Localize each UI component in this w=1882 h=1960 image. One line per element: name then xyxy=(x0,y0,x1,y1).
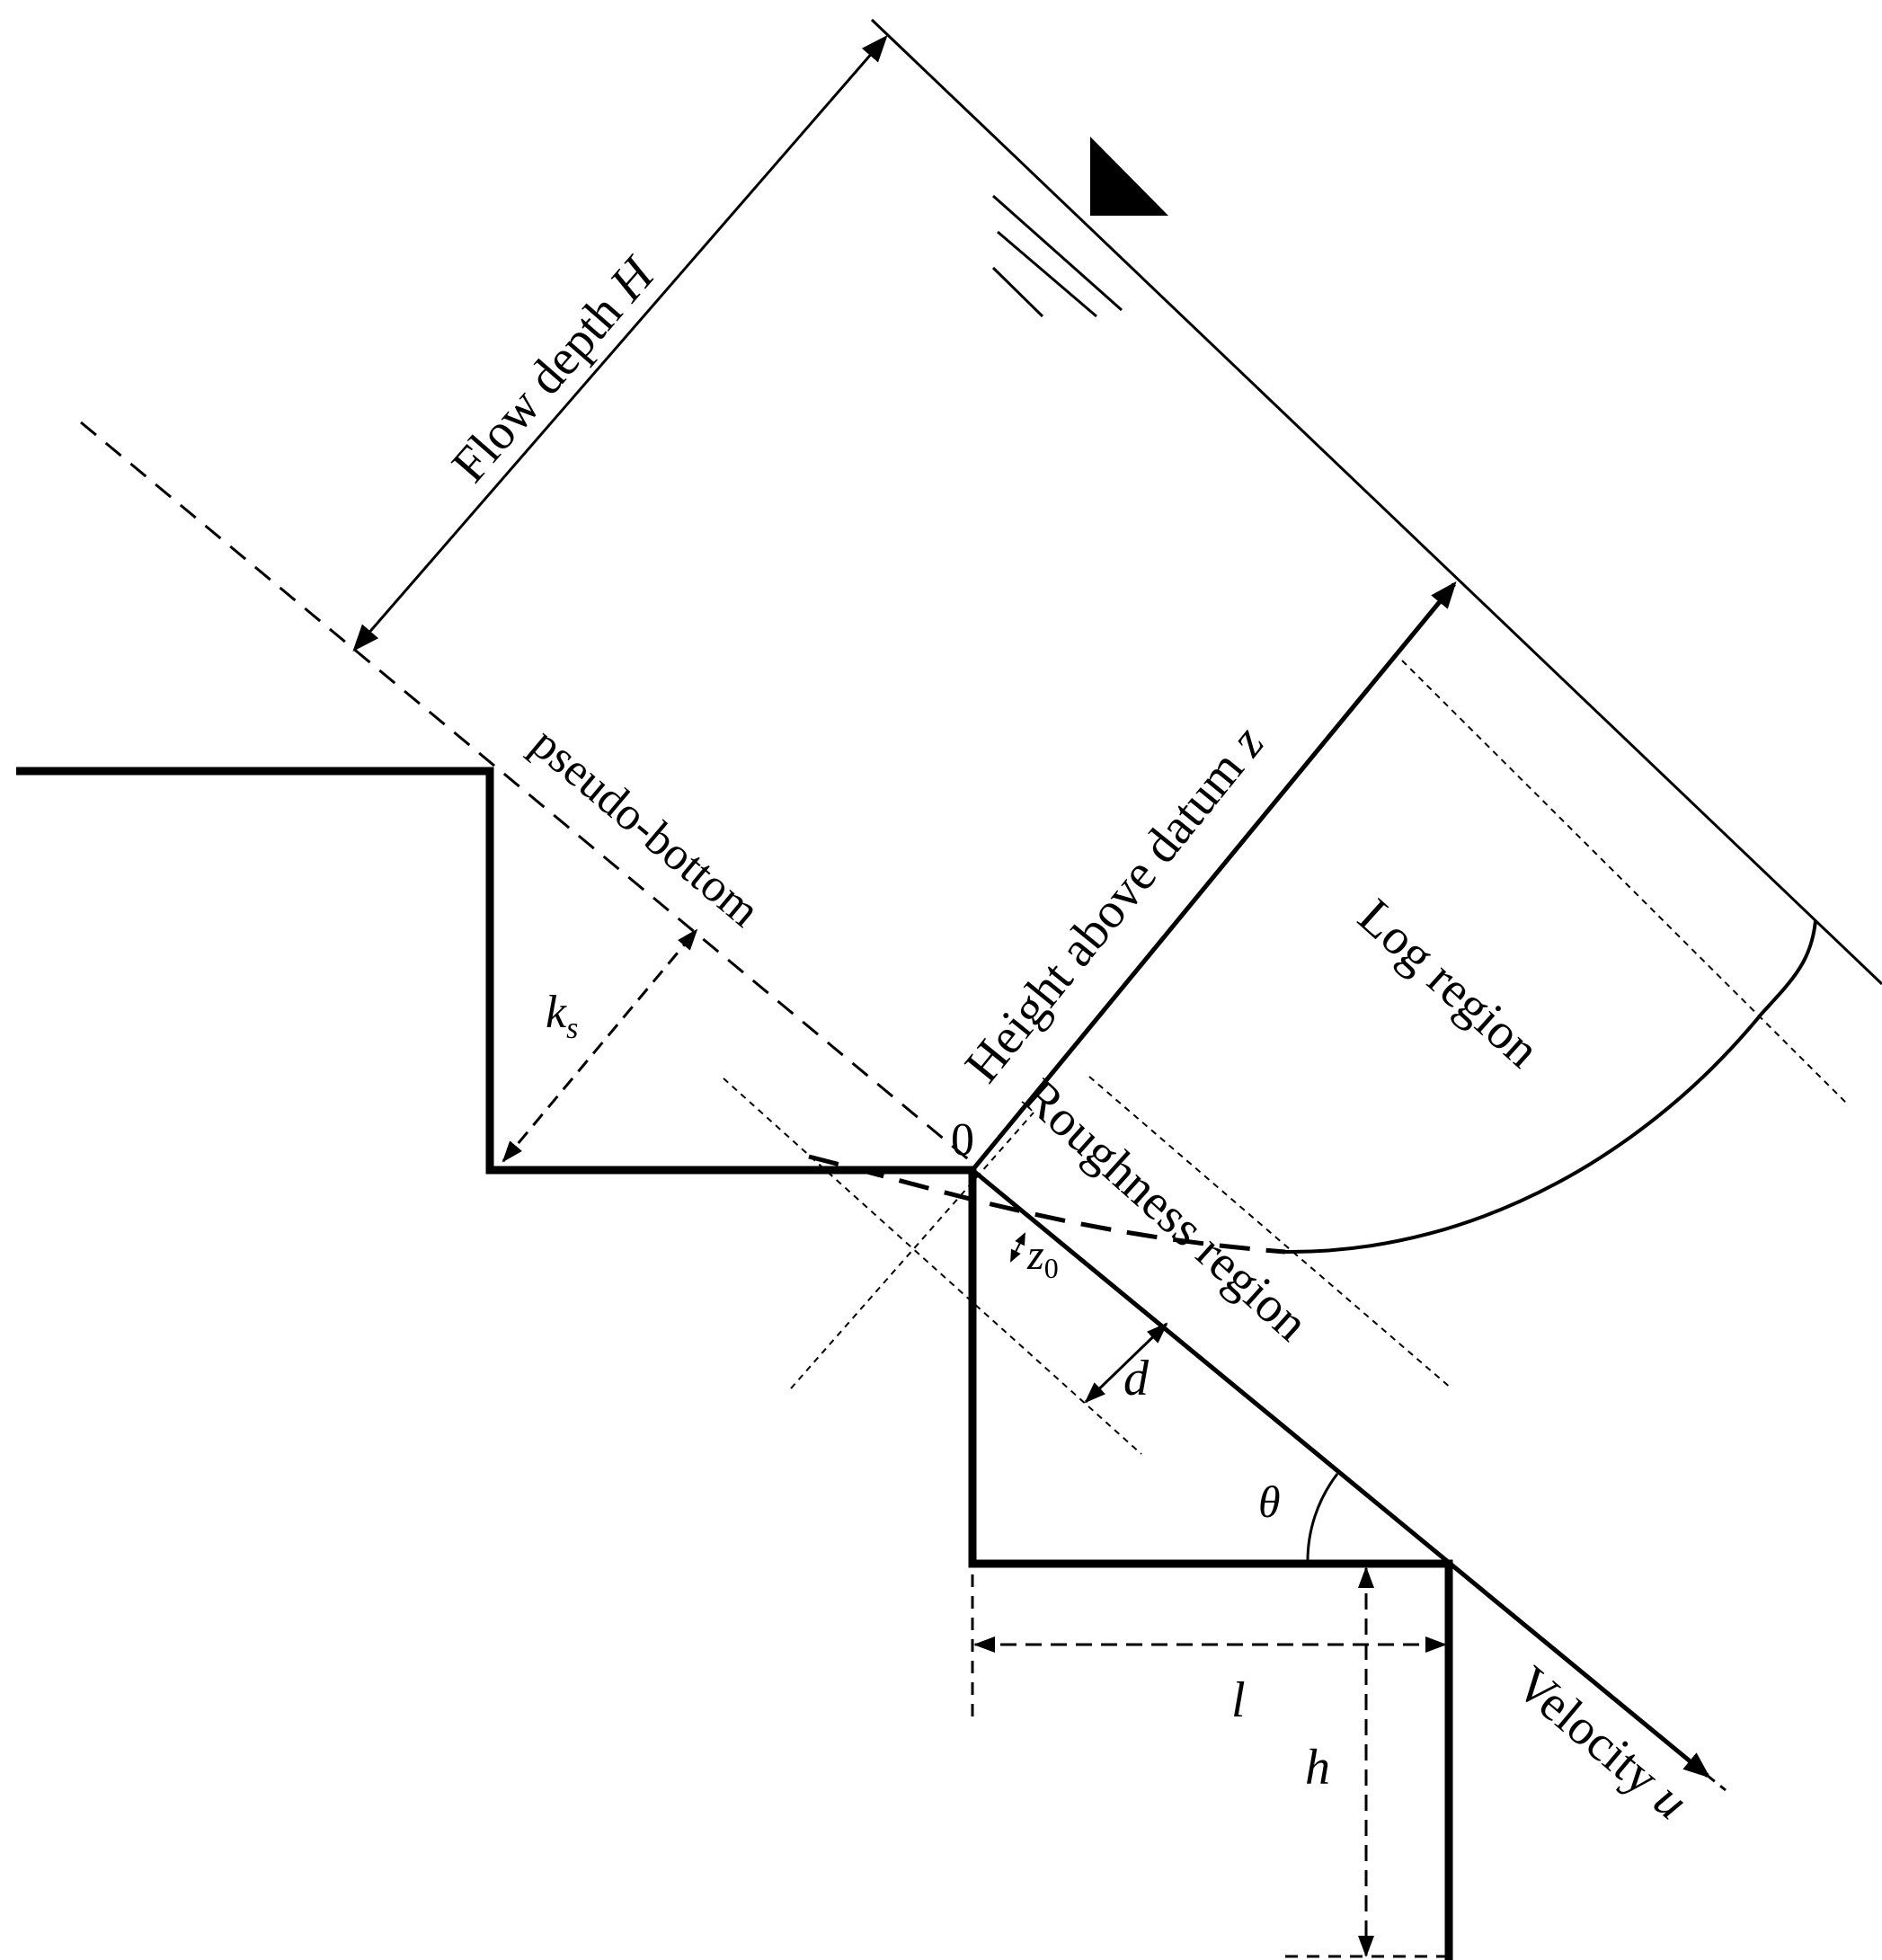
log-region-label: Log region xyxy=(1347,889,1549,1079)
h-label: h xyxy=(1305,1740,1330,1796)
stepped-bed-profile xyxy=(16,767,1453,1960)
velocity-axis xyxy=(971,1168,1711,1778)
pseudo-bottom-label: pseudo-bottom xyxy=(521,718,769,937)
velocity-axis-extension xyxy=(1707,1774,1727,1792)
l-label: l xyxy=(1231,1672,1246,1728)
origin-label: 0 xyxy=(951,1114,974,1166)
roughness-region-lower-boundary xyxy=(723,1078,1142,1455)
theta-angle-arc xyxy=(1306,1473,1339,1565)
d-label: d xyxy=(1123,1351,1150,1406)
log-velocity-profile xyxy=(1284,920,1817,1255)
z0-dimension-arrow xyxy=(1010,1232,1025,1263)
d-dimension-arrow xyxy=(1084,1322,1168,1404)
origin-normal-line xyxy=(790,1112,1034,1389)
roughness-region-upper-boundary xyxy=(1088,1076,1452,1389)
height-above-datum-label: Height above datum z xyxy=(954,715,1275,1093)
water-surface-line xyxy=(870,18,1882,986)
pseudo-bottom-line xyxy=(80,421,978,1168)
flow-depth-label: Flow depth H xyxy=(441,245,667,492)
theta-label: θ xyxy=(1258,1477,1281,1527)
z0-label: z0 xyxy=(1026,1231,1059,1284)
roughness-velocity-profile xyxy=(808,1154,1286,1255)
flow-depth-arrow xyxy=(352,34,888,652)
height-axis xyxy=(971,581,1457,1172)
ks-dimension-arrow xyxy=(502,928,698,1163)
ks-label: ks xyxy=(546,987,578,1045)
water-level-icon xyxy=(991,137,1168,318)
roughness-region-label: Roughness region xyxy=(1012,1069,1318,1352)
